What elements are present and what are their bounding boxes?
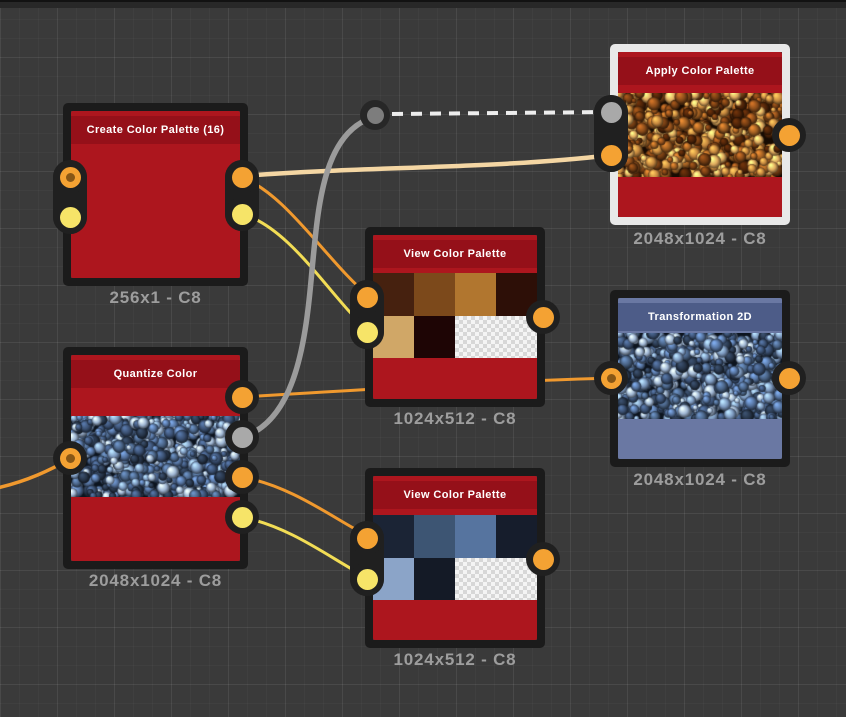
connected-dot	[65, 453, 75, 463]
copper-spheres-texture	[618, 93, 782, 177]
port-input-yellow[interactable]	[53, 200, 87, 234]
node-size-label: 2048x1024 - C8	[88, 571, 223, 590]
node-size-label: 2048x1024 - C8	[633, 470, 767, 489]
port-output-orange[interactable]	[772, 118, 806, 152]
port-input-orange[interactable]	[350, 280, 384, 314]
node-size-label: 256x1 - C8	[109, 288, 202, 307]
port-output-orange[interactable]	[225, 460, 259, 494]
port-input-orange[interactable]	[594, 138, 628, 172]
palette-preview	[373, 273, 537, 358]
port-input-orange-connected[interactable]	[53, 441, 87, 475]
node-title: Quantize Color	[113, 368, 198, 380]
node-body: Apply Color Palette	[618, 52, 782, 217]
junction-dot[interactable]	[360, 100, 390, 130]
wire-junction-to-apply-dashed[interactable]	[391, 110, 612, 116]
port-input-orange[interactable]	[350, 521, 384, 555]
palette-swatch-transparent	[455, 315, 537, 358]
node-apply-color-palette[interactable]: Apply Color Palette	[610, 44, 790, 225]
palette-row	[373, 557, 537, 600]
node-size-label: 1024x512 - C8	[393, 650, 517, 669]
palette-swatch	[455, 273, 496, 316]
port-input-orange-connected[interactable]	[53, 160, 87, 194]
node-body: Create Color Palette (16)	[71, 111, 240, 278]
blue-spheres-texture	[71, 416, 240, 497]
node-title: Apply Color Palette	[645, 65, 755, 77]
node-header: Apply Color Palette	[618, 57, 782, 85]
port-output-gray[interactable]	[225, 420, 259, 454]
palette-row	[373, 515, 537, 558]
texture-preview	[71, 416, 240, 497]
node-header: View Color Palette	[373, 481, 537, 509]
node-header: Create Color Palette (16)	[71, 116, 240, 144]
window-top-edge	[0, 0, 846, 8]
palette-row	[373, 315, 537, 358]
port-output-yellow[interactable]	[225, 500, 259, 534]
wire-create-to-apply[interactable]	[239, 152, 615, 179]
palette-swatch	[414, 557, 455, 600]
port-output-orange[interactable]	[225, 160, 259, 194]
junction-dot-inner	[366, 106, 384, 124]
node-header: View Color Palette	[373, 240, 537, 268]
node-body: View Color Palette	[373, 476, 537, 640]
node-size-label: 1024x512 - C8	[393, 409, 517, 428]
texture-preview	[618, 93, 782, 177]
texture-preview	[618, 333, 782, 419]
port-output-orange[interactable]	[526, 300, 560, 334]
node-title: Transformation 2D	[648, 311, 752, 323]
port-output-orange[interactable]	[526, 542, 560, 576]
wire-quantize-to-viewbottom-orange[interactable]	[240, 475, 372, 539]
wire-create-to-viewtop-orange[interactable]	[240, 176, 372, 299]
palette-preview	[373, 515, 537, 600]
port-input-orange-connected[interactable]	[594, 361, 628, 395]
node-header: Quantize Color	[71, 360, 240, 388]
palette-swatch	[414, 273, 455, 316]
node-quantize-color[interactable]: Quantize Color	[63, 347, 248, 569]
node-header: Transformation 2D	[618, 303, 782, 331]
connected-dot	[65, 172, 75, 182]
node-view-color-palette-bottom[interactable]: View Color Palette	[365, 468, 545, 648]
node-size-label: 2048x1024 - C8	[633, 229, 767, 248]
node-title: View Color Palette	[403, 248, 507, 260]
palette-swatch	[414, 315, 455, 358]
palette-row	[373, 273, 537, 316]
node-body: View Color Palette	[373, 235, 537, 399]
node-transformation-2d[interactable]: Transformation 2D	[610, 290, 790, 467]
port-output-orange[interactable]	[772, 361, 806, 395]
palette-swatch-transparent	[455, 557, 537, 600]
blue-spheres-texture	[618, 333, 782, 419]
node-create-color-palette[interactable]: Create Color Palette (16)	[63, 103, 248, 286]
port-output-orange[interactable]	[225, 380, 259, 414]
palette-swatch	[414, 515, 455, 558]
node-title: View Color Palette	[403, 489, 507, 501]
port-input-gray[interactable]	[594, 95, 628, 129]
node-body: Quantize Color	[71, 355, 240, 561]
node-title: Create Color Palette (16)	[86, 124, 225, 136]
node-body: Transformation 2D	[618, 298, 782, 459]
wire-junction-to-quantize[interactable]	[240, 114, 377, 440]
node-view-color-palette-top[interactable]: View Color Palette	[365, 227, 545, 407]
connected-dot	[606, 373, 616, 383]
port-input-yellow[interactable]	[350, 315, 384, 349]
port-output-yellow[interactable]	[225, 197, 259, 231]
port-input-yellow[interactable]	[350, 562, 384, 596]
palette-swatch	[455, 515, 496, 558]
